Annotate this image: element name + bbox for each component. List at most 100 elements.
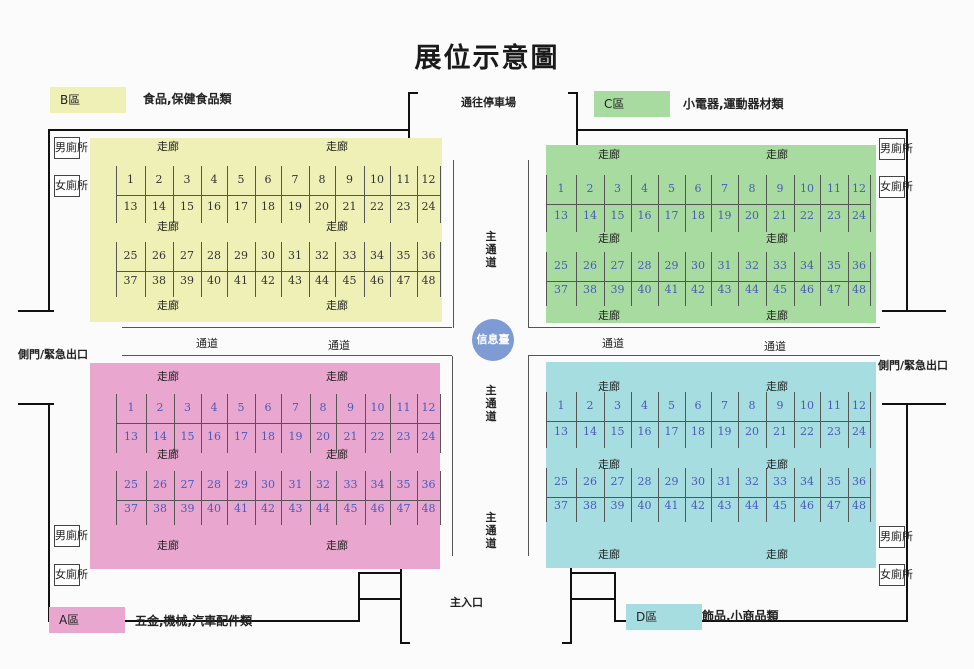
entrance-left-box-v — [358, 572, 360, 622]
zone-c-description: 小電器,運動器材類 — [683, 97, 784, 111]
booth-b-19: 19 — [288, 200, 302, 213]
booth-d-41: 41 — [664, 499, 679, 512]
booth-divider — [309, 242, 310, 297]
booth-c-8: 8 — [748, 182, 756, 195]
passage-label-1: 通道 — [196, 337, 218, 350]
booth-divider — [576, 392, 577, 448]
wall-right-lower — [906, 404, 908, 622]
corridor-label: 走廊 — [157, 299, 179, 312]
booth-a-38: 38 — [153, 502, 167, 515]
booth-divider — [711, 252, 712, 306]
corridor-label: 走廊 — [598, 232, 620, 245]
booth-b-15: 15 — [180, 200, 194, 213]
booth-c-5: 5 — [668, 182, 675, 195]
booth-a-26: 26 — [153, 478, 167, 491]
booth-divider — [631, 175, 632, 232]
booth-d-42: 42 — [691, 499, 705, 512]
booth-d-39: 39 — [610, 499, 625, 512]
booth-b-9: 9 — [346, 173, 353, 186]
booth-divider — [227, 471, 228, 525]
wall-top-right — [578, 129, 908, 131]
booth-divider — [711, 468, 712, 522]
booth-c-34: 34 — [800, 259, 814, 272]
corridor-label: 走廊 — [598, 380, 620, 393]
main-entrance-label: 主入口 — [450, 596, 483, 609]
booth-row-divider — [116, 423, 440, 424]
booth-d-32: 32 — [745, 475, 759, 488]
passage-label-4: 通道 — [764, 340, 786, 353]
booth-b-43: 43 — [288, 274, 302, 287]
booth-d-44: 44 — [745, 499, 759, 512]
booth-b-8: 8 — [318, 173, 326, 186]
corridor-label: 走廊 — [598, 148, 620, 161]
booth-a-41: 41 — [234, 502, 248, 515]
booth-divider — [201, 242, 202, 297]
booth-d-35: 35 — [827, 475, 841, 488]
parking-label: 通往停車場 — [461, 96, 516, 109]
booth-a-28: 28 — [207, 478, 221, 491]
main-passage-line-right-bottom — [528, 356, 529, 556]
booth-b-17: 17 — [234, 200, 248, 213]
booth-divider — [576, 468, 577, 522]
booth-b-25: 25 — [123, 249, 138, 262]
booth-divider — [870, 175, 871, 232]
booth-divider — [848, 252, 849, 306]
booth-divider — [417, 471, 418, 525]
booth-b-27: 27 — [180, 249, 194, 262]
booth-d-27: 27 — [610, 475, 625, 488]
booth-divider — [685, 468, 686, 522]
booth-d-15: 15 — [610, 425, 625, 438]
entrance-bracket-right — [570, 548, 572, 644]
parking-bracket-right-top — [568, 92, 578, 94]
entrance-left-box — [358, 572, 402, 574]
booth-divider — [685, 175, 686, 232]
booth-c-38: 38 — [583, 283, 597, 296]
booth-b-20: 20 — [315, 200, 329, 213]
booth-c-30: 30 — [691, 259, 705, 272]
booth-b-39: 39 — [180, 274, 194, 287]
booth-row-divider — [116, 271, 440, 272]
booth-b-24: 24 — [421, 200, 436, 213]
side-door-right-label: 側門/緊急出口 — [878, 359, 949, 372]
booth-divider — [227, 166, 228, 223]
booth-divider — [440, 166, 441, 223]
booth-a-18: 18 — [261, 430, 275, 443]
corridor-label: 走廊 — [326, 448, 348, 461]
womens-toilet-top-left: 女廁所 — [54, 175, 88, 197]
zone-b-area — [90, 138, 442, 322]
booth-divider — [309, 166, 310, 223]
booth-a-39: 39 — [180, 502, 195, 515]
booth-a-46: 46 — [370, 502, 385, 515]
booth-c-18: 18 — [691, 209, 705, 222]
booth-divider — [201, 471, 202, 525]
booth-d-47: 47 — [827, 499, 841, 512]
booth-a-32: 32 — [316, 478, 330, 491]
booth-divider — [546, 175, 547, 232]
booth-d-4: 4 — [641, 399, 648, 412]
booth-a-45: 45 — [343, 502, 358, 515]
booth-b-33: 33 — [342, 249, 357, 262]
booth-c-9: 9 — [776, 182, 784, 195]
booth-a-40: 40 — [207, 502, 221, 515]
info-desk: 信息臺 — [472, 319, 514, 361]
booth-row-divider — [116, 500, 440, 501]
booth-a-25: 25 — [124, 478, 138, 491]
booth-c-32: 32 — [745, 259, 759, 272]
booth-divider — [658, 468, 659, 522]
zone-b-description: 食品,保健食品類 — [143, 92, 232, 106]
booth-b-23: 23 — [396, 200, 411, 213]
zone-a-description: 五金,機械,汽車配件類 — [135, 614, 253, 628]
booth-b-48: 48 — [421, 274, 436, 287]
main-passage-label-3: 主通道 — [485, 511, 497, 550]
booth-divider — [738, 252, 739, 306]
zone-d-description: 飾品,小商品類 — [702, 609, 779, 623]
booth-a-43: 43 — [288, 502, 303, 515]
booth-divider — [174, 471, 175, 525]
booth-divider — [310, 471, 311, 525]
corridor-label: 走廊 — [766, 548, 788, 561]
booth-c-12: 12 — [852, 182, 866, 195]
booth-c-11: 11 — [827, 182, 841, 195]
corridor-label: 走廊 — [157, 220, 179, 233]
booth-a-24: 24 — [421, 430, 436, 443]
page-title: 展位示意圖 — [414, 43, 560, 74]
